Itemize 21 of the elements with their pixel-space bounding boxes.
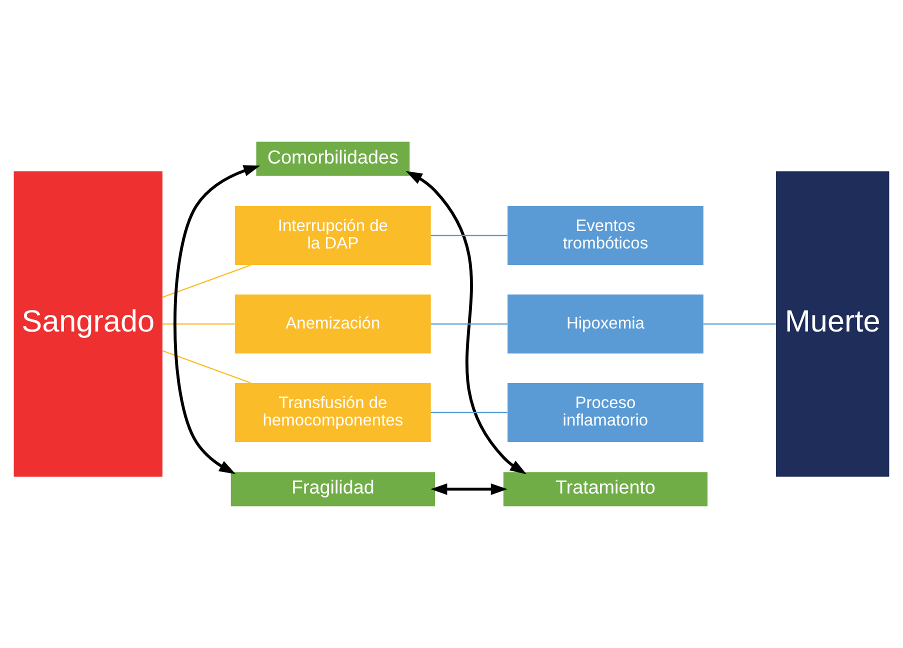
connector — [162, 323, 235, 325]
node-box: Comorbilidades — [256, 142, 410, 176]
node-box: Eventos trombóticos — [508, 206, 704, 265]
connector — [162, 350, 251, 384]
connector — [430, 412, 508, 414]
node-box: Fragilidad — [230, 472, 435, 506]
connector — [430, 323, 508, 325]
node-box: Interrupción de la DAP — [235, 206, 431, 265]
connector — [162, 264, 251, 298]
node-box: Proceso inflamatorio — [508, 383, 704, 442]
node-box: Tratamiento — [503, 472, 708, 506]
connector — [430, 234, 508, 236]
node-box: Sangrado — [14, 171, 162, 477]
node-box: Hipoxemia — [508, 294, 704, 354]
arrow — [173, 165, 260, 474]
arrow — [406, 171, 527, 474]
node-box: Muerte — [776, 171, 890, 477]
arrow — [430, 483, 508, 495]
connector — [704, 323, 776, 325]
node-box: Transfusión de hemocomponentes — [235, 383, 431, 442]
node-box: Anemización — [235, 294, 431, 354]
